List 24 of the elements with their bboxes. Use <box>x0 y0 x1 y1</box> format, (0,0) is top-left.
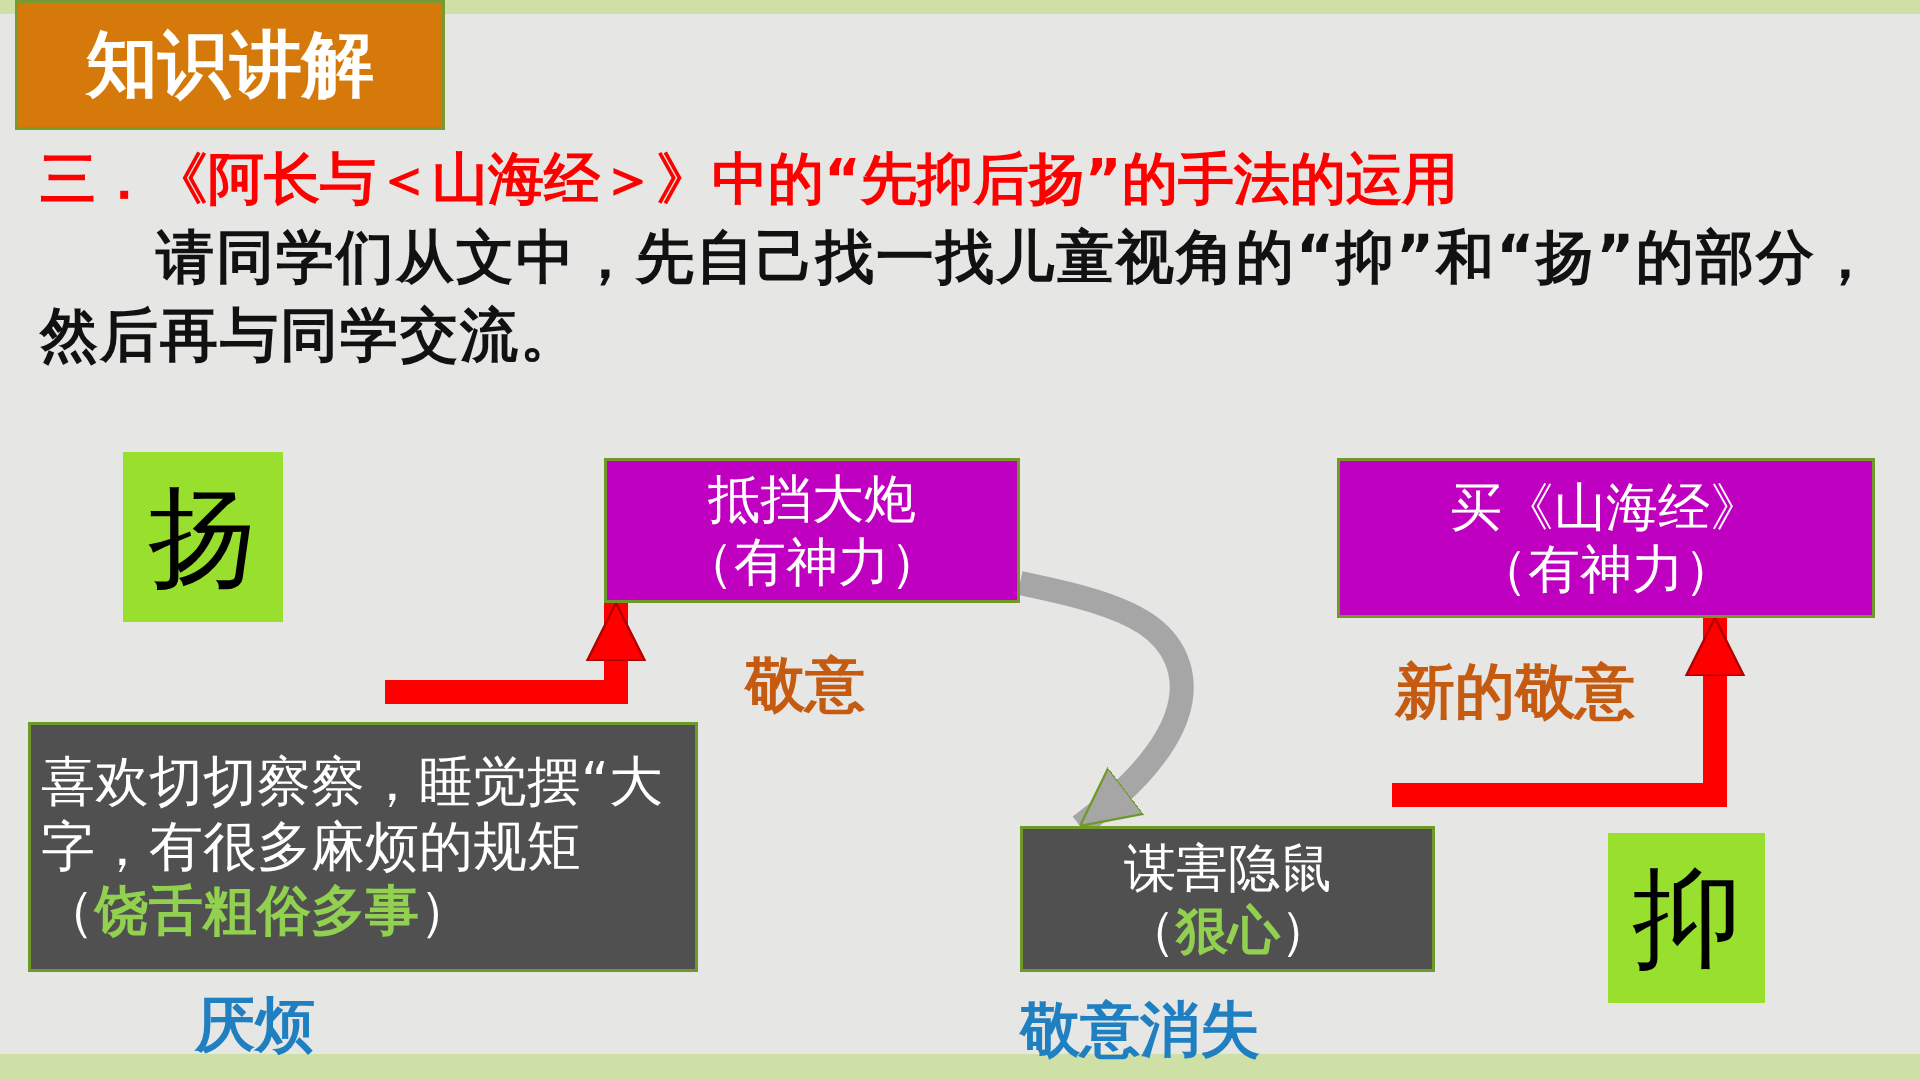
node-text: 抵挡大炮 <box>708 468 916 531</box>
event-box <box>604 458 1020 603</box>
event-box <box>1020 826 1435 972</box>
bent-arrow <box>385 601 646 704</box>
event-box <box>28 722 698 972</box>
annotation-text: 厌烦 <box>195 988 315 1061</box>
character-box <box>123 452 283 622</box>
header-label: 知识讲解 <box>15 0 445 130</box>
title: 三．《阿长与＜山海经＞》中的“先抑后扬”的手法的运用 <box>40 145 1459 213</box>
instruction-text: 请同学们从文中，先自己找一找儿童视角的“抑”和“扬”的部分，然后再与同学交流。 <box>40 222 1878 368</box>
event-box <box>1337 458 1875 618</box>
node-text: 谋害隐鼠 <box>1123 836 1332 899</box>
node-text: 扬 <box>148 472 258 603</box>
node-text: （有神力） <box>682 530 942 593</box>
node-text: （狠心） <box>1123 899 1332 962</box>
character-box <box>1608 833 1765 1003</box>
annotation-text: 新的敬意 <box>1395 655 1635 728</box>
node-text: （有神力） <box>1476 538 1736 601</box>
annotation-text: 敬意 <box>745 648 866 721</box>
bent-arrow <box>1392 616 1745 807</box>
annotation-text: 敬意消失 <box>1020 993 1260 1066</box>
node-text: 喜欢切切察察，睡觉摆“大字，有很多麻烦的规矩（饶舌粗俗多事） <box>41 749 664 945</box>
node-text: 买《山海经》 <box>1450 475 1762 538</box>
node-text: 抑 <box>1631 853 1742 984</box>
